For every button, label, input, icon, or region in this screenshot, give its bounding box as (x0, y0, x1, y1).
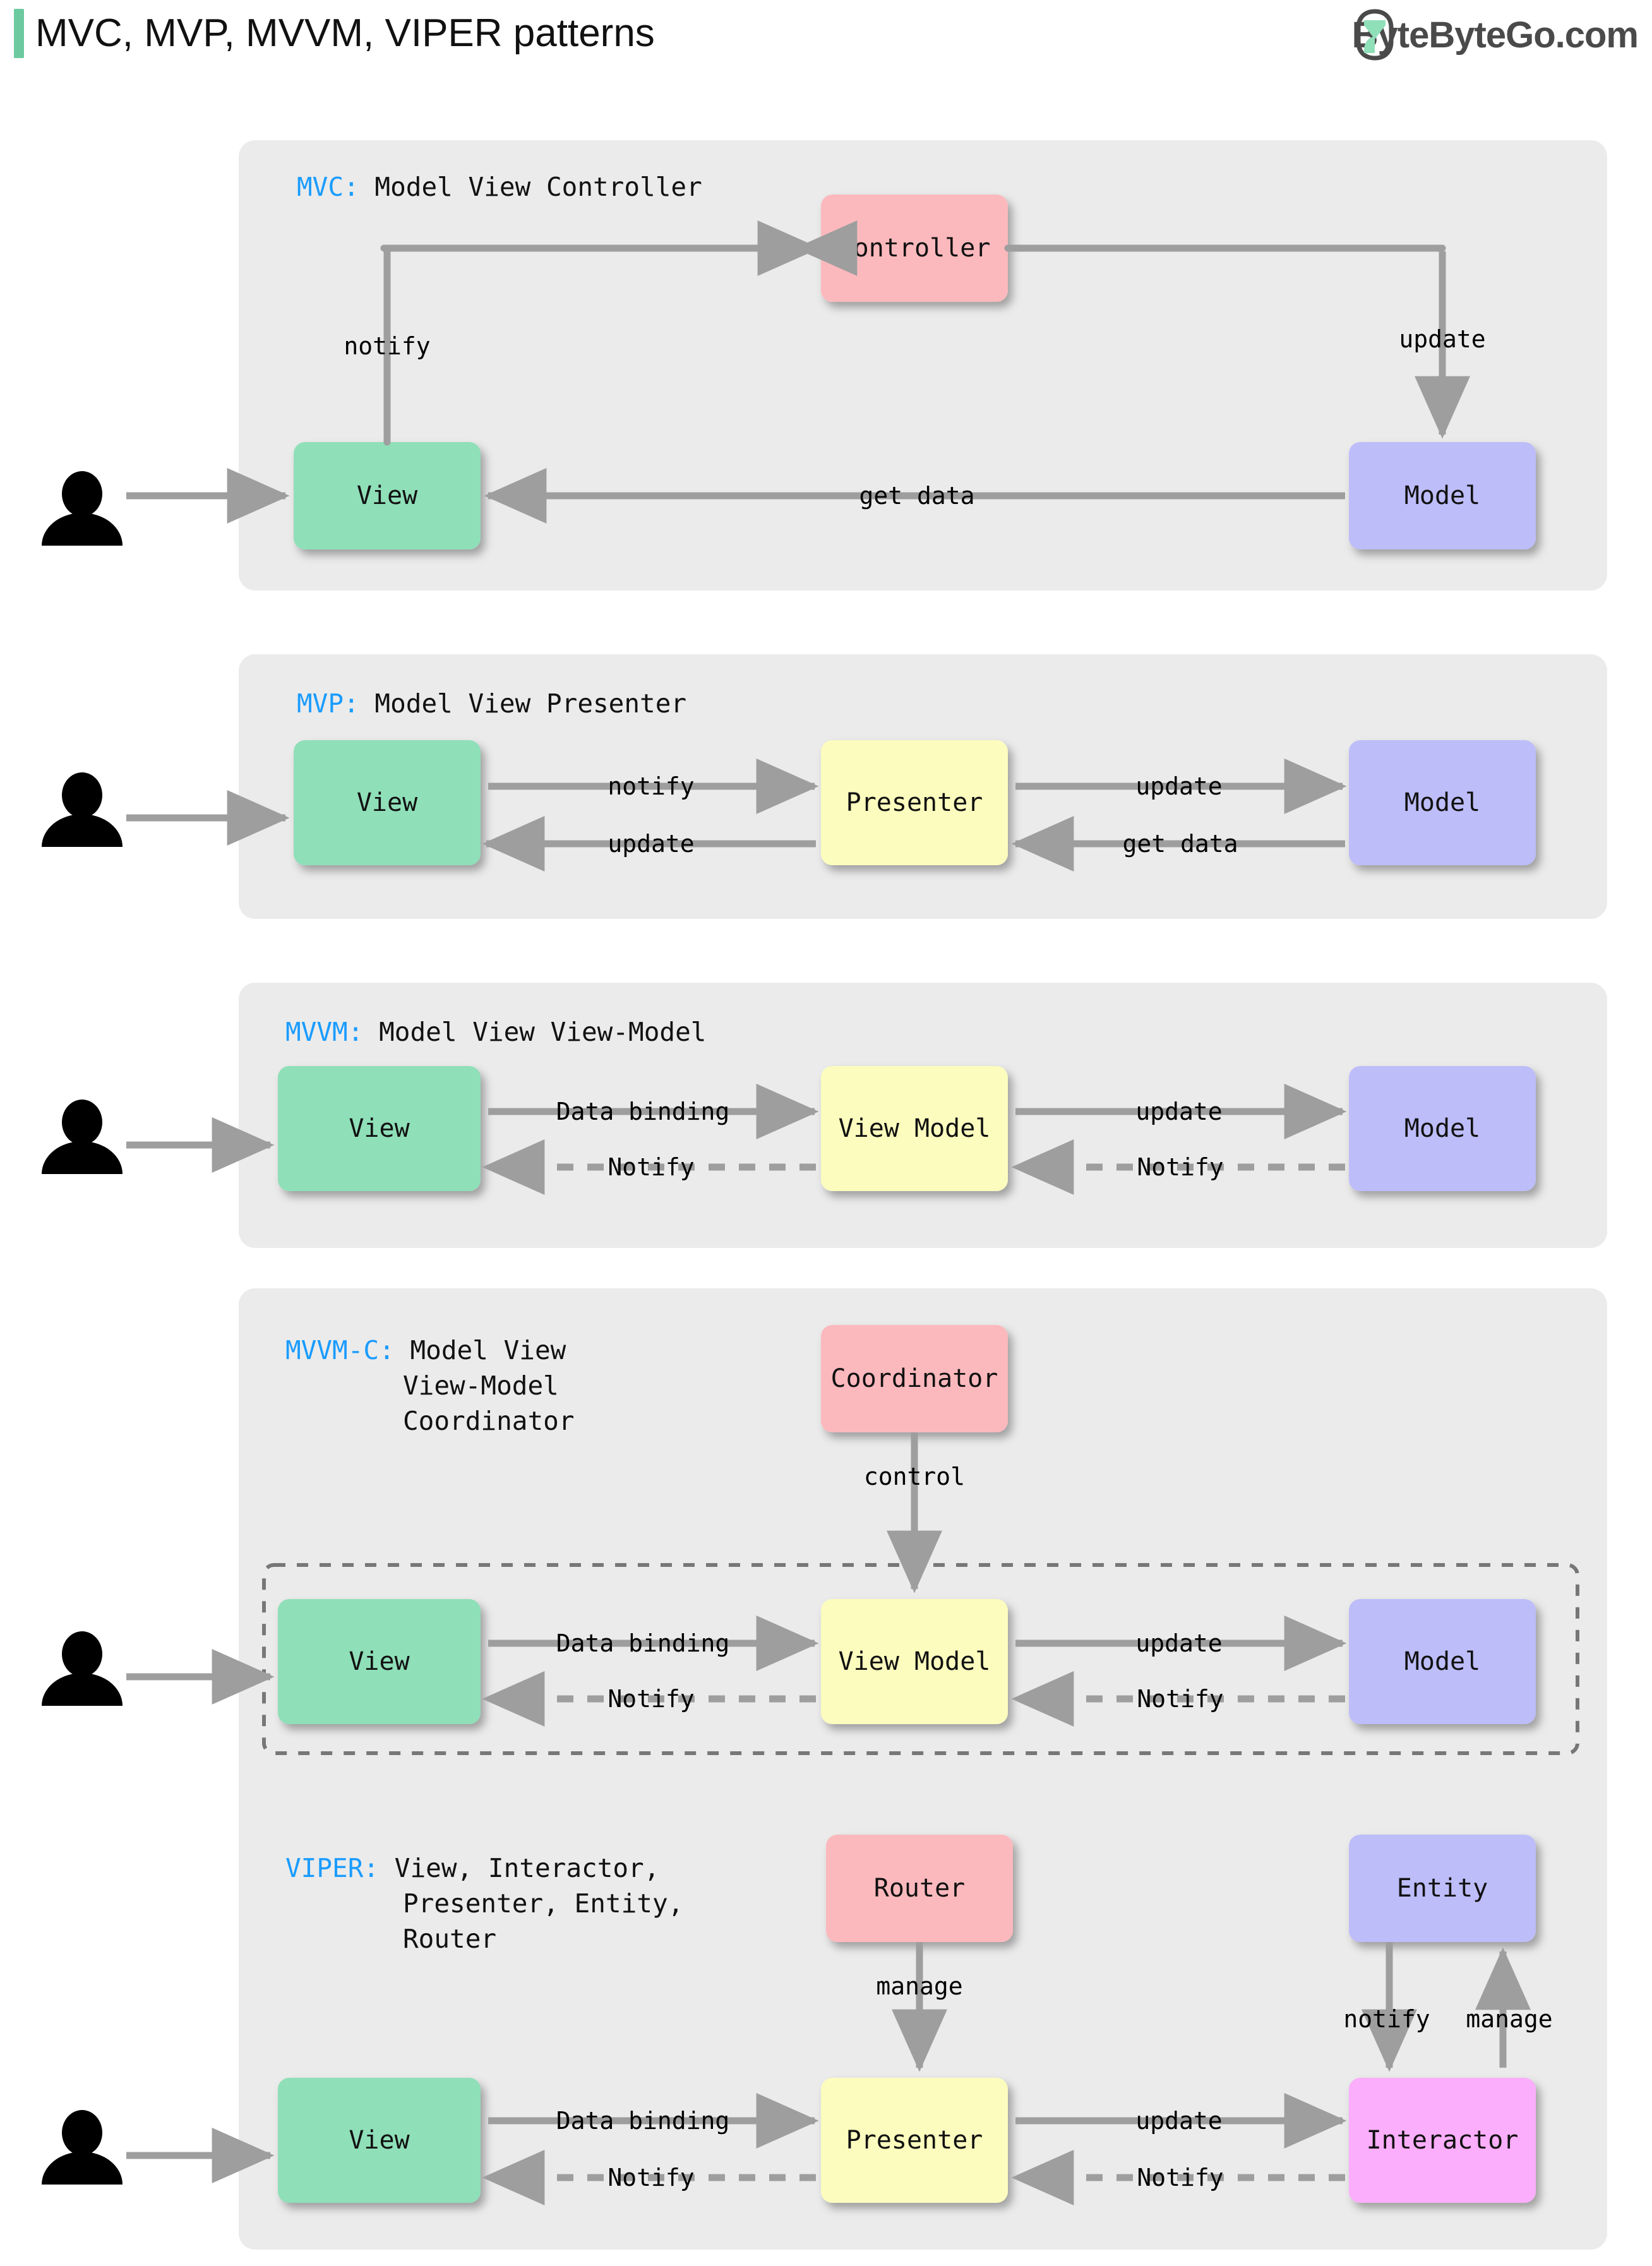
edge-label-update-right-mvp: update (1135, 772, 1222, 800)
node-label-viper-entity: Entity (1397, 1874, 1488, 1903)
node-box-mvvmc-view-model[interactable] (821, 1599, 1008, 1724)
node-box-mvp-presenter[interactable] (821, 740, 1008, 865)
edge-label-update-viper: update (1135, 2107, 1222, 2135)
node-box-viper-router[interactable] (826, 1835, 1013, 1942)
node-box-mvp-model[interactable] (1349, 740, 1536, 865)
edge-label-manage-entity-viper: manage (1466, 2005, 1552, 2033)
edge-label-notify-entity-viper: notify (1343, 2005, 1430, 2033)
node-box-mvvmc-model[interactable] (1349, 1599, 1536, 1724)
user-icon-mvvm (42, 1100, 123, 1174)
edge-label-update-mvvmc: update (1135, 1629, 1222, 1657)
node-label-mvvmc-coordinator: Coordinator (831, 1364, 998, 1393)
edge-label-notify-mvc: notify (344, 332, 430, 360)
node-label-viper-view: View (349, 2126, 410, 2155)
edge-label-control-mvvmc: control (864, 1463, 965, 1490)
edge-label-notify-left-mvvmc: Notify (608, 1685, 694, 1713)
node-label-mvc-controller: Controller (839, 234, 991, 263)
node-box-viper-entity[interactable] (1349, 1835, 1536, 1942)
node-label-mvvmc-view: View (349, 1647, 410, 1676)
node-label-mvvmc-view-model: View Model (839, 1647, 991, 1676)
user-icon-viper (42, 2110, 123, 2185)
edge-label-databinding-mvvm: Data binding (556, 1098, 730, 1125)
node-box-mvvmc-coordinator[interactable] (821, 1325, 1008, 1432)
edge-label-getdata-mvp: get data (1122, 830, 1238, 858)
node-label-mvp-model: Model (1404, 788, 1480, 817)
node-label-viper-presenter: Presenter (846, 2126, 983, 2155)
bytebytego-mark-icon (1356, 9, 1394, 61)
edge-label-update-mvc: update (1399, 325, 1485, 353)
node-box-mvc-view[interactable] (294, 442, 481, 549)
node-box-mvp-view[interactable] (294, 740, 481, 865)
node-label-viper-router: Router (874, 1874, 966, 1903)
edge-label-databinding-mvvmc: Data binding (556, 1629, 730, 1657)
edge-label-update-left-mvp: update (608, 830, 694, 858)
node-box-mvc-model[interactable] (1349, 442, 1536, 549)
node-box-viper-interactor[interactable] (1349, 2078, 1536, 2203)
header-accent-bar (14, 9, 24, 58)
node-label-mvvm-model: Model (1404, 1114, 1480, 1143)
edge-label-notify-right-mvvmc: Notify (1137, 1685, 1223, 1713)
section-title-viper: VIPER: View, Interactor,Presenter, Entit… (285, 1853, 683, 1954)
node-label-mvp-view: View (357, 788, 418, 817)
node-box-mvvm-view-model[interactable] (821, 1066, 1008, 1191)
edge-label-databinding-viper: Data binding (556, 2107, 730, 2135)
section-title-mvvm: MVVM: Model View View-Model (285, 1017, 706, 1047)
node-box-mvc-controller[interactable] (821, 195, 1008, 302)
edge-label-manage-router-viper: manage (876, 1972, 962, 2000)
user-icon-mvc (42, 471, 123, 546)
edge-label-notify-mvp: notify (608, 772, 694, 800)
user-icon-mvvmc (42, 1631, 123, 1706)
edge-label-notify-left-mvvm: Notify (608, 1153, 694, 1181)
node-label-mvc-view: View (357, 481, 418, 510)
node-box-mvvm-model[interactable] (1349, 1066, 1536, 1191)
section-title-mvc: MVC: Model View Controller (297, 172, 702, 202)
edge-label-notify-left-viper: Notify (608, 2164, 694, 2191)
edge-label-notify-right-viper: Notify (1137, 2164, 1223, 2191)
page-header: MVC, MVP, MVVM, VIPER patterns ByteByteG… (0, 0, 1652, 71)
section-title-mvp: MVP: Model View Presenter (297, 688, 686, 719)
node-box-viper-presenter[interactable] (821, 2078, 1008, 2203)
node-box-viper-view[interactable] (278, 2078, 481, 2203)
node-label-mvc-model: Model (1404, 481, 1480, 510)
node-label-mvvmc-model: Model (1404, 1647, 1480, 1676)
node-label-mvp-presenter: Presenter (846, 788, 983, 817)
edge-label-update-mvvm: update (1135, 1098, 1222, 1125)
node-label-mvvm-view: View (349, 1114, 410, 1143)
brand-logo: ByteByteGo.com (1351, 9, 1639, 61)
node-box-mvvm-view[interactable] (278, 1066, 481, 1191)
edge-label-getdata-mvc: get data (859, 482, 974, 510)
node-box-mvvmc-view[interactable] (278, 1599, 481, 1724)
node-label-viper-interactor: Interactor (1367, 2126, 1519, 2155)
page-title: MVC, MVP, MVVM, VIPER patterns (35, 11, 655, 55)
section-panel-mvc (239, 140, 1607, 590)
node-label-mvvm-view-model: View Model (839, 1114, 991, 1143)
user-icon-mvp (42, 772, 123, 847)
edge-label-notify-right-mvvm: Notify (1137, 1153, 1223, 1181)
brand-name: ByteByteGo.com (1351, 14, 1639, 56)
